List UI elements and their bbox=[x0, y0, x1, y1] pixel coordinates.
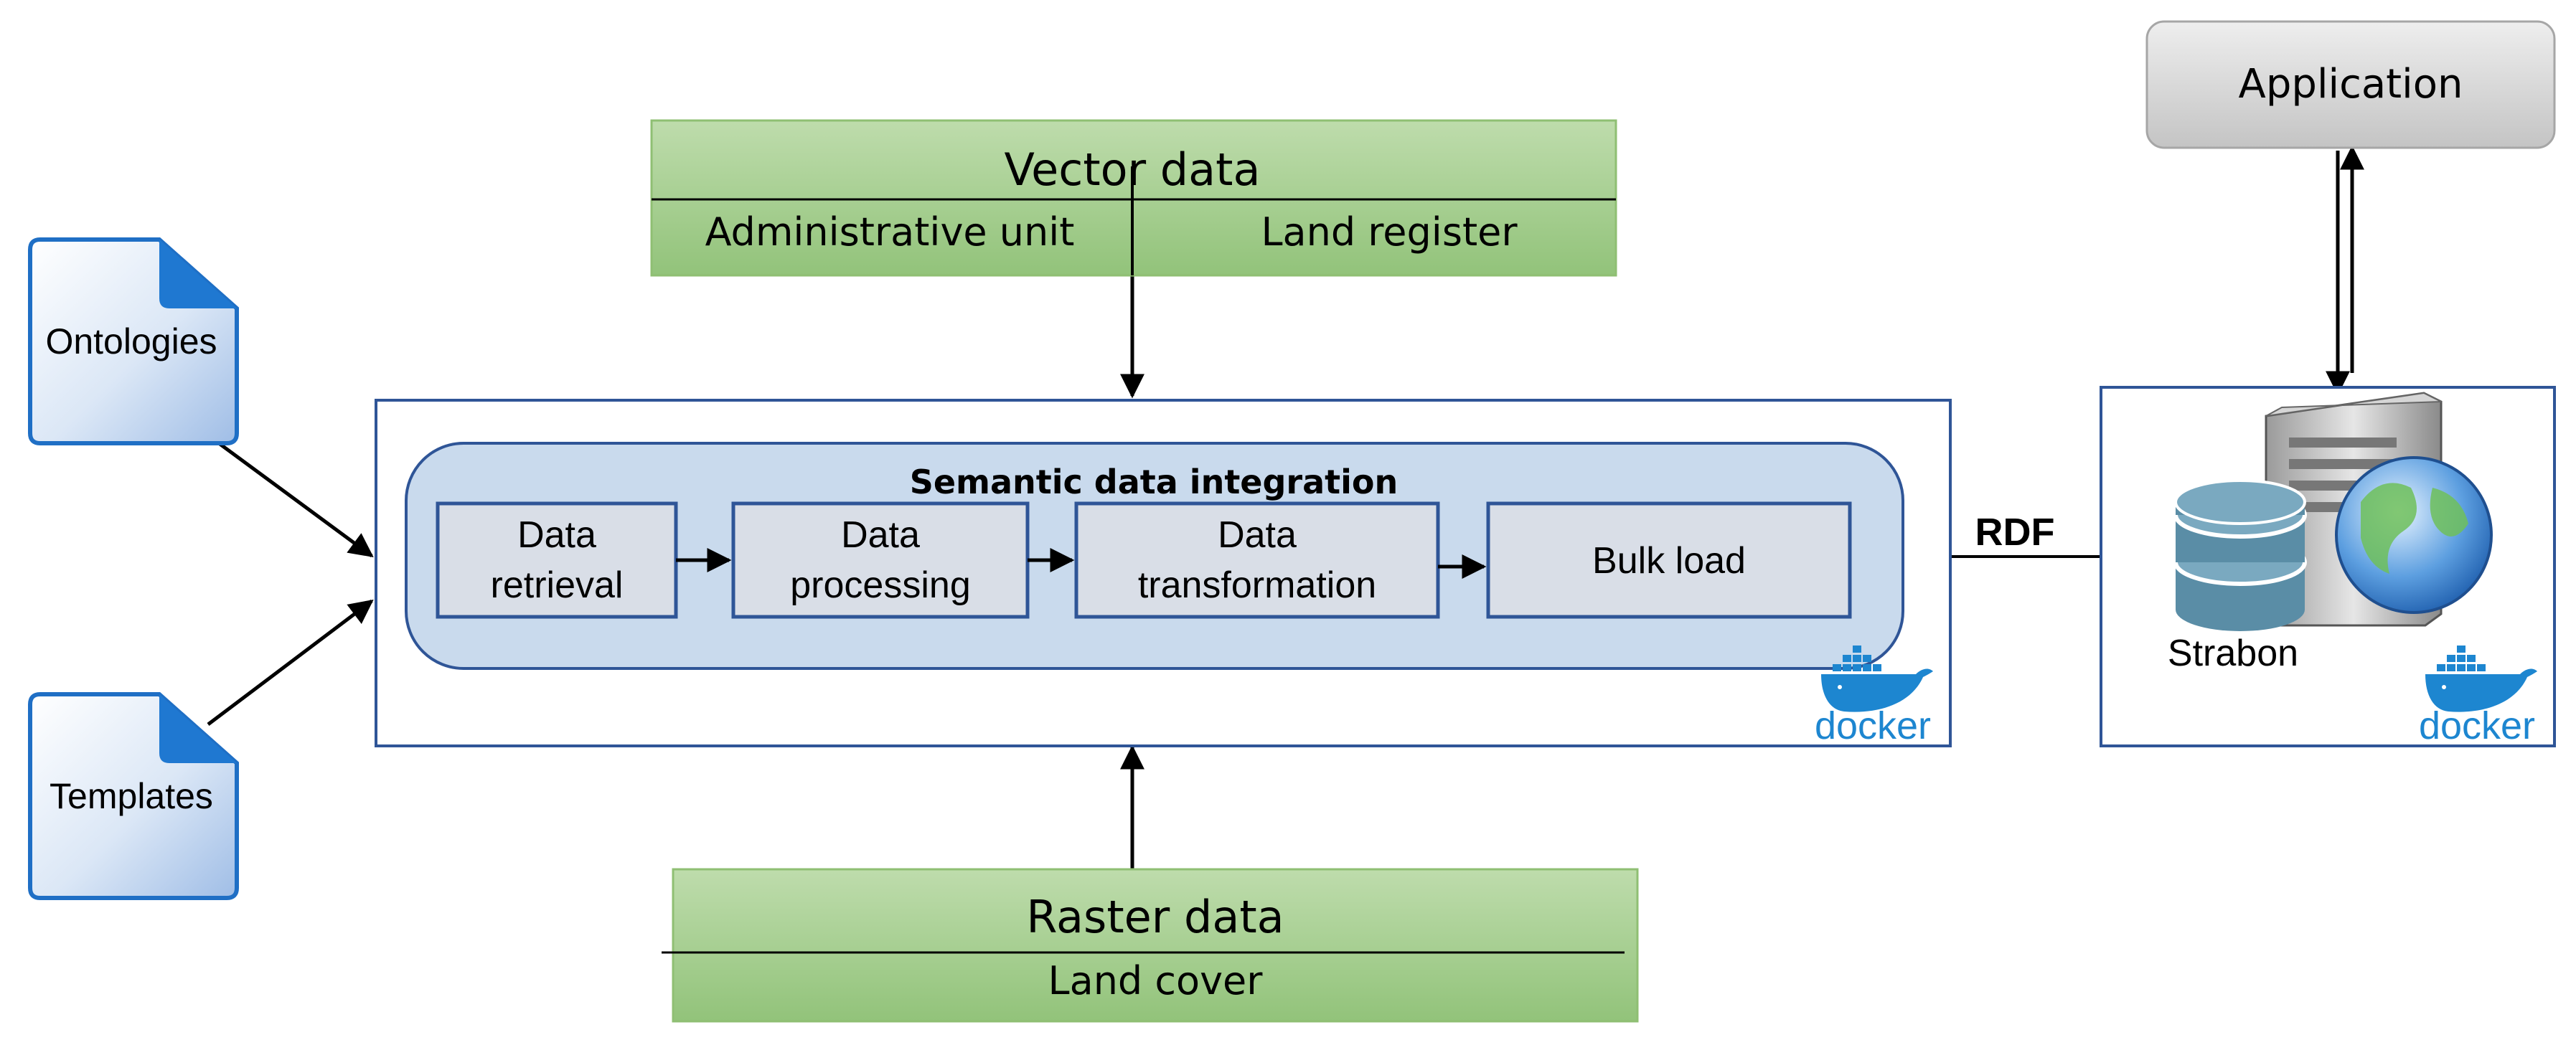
svg-text:transformation: transformation bbox=[1138, 564, 1376, 606]
document-templates: Templates bbox=[28, 692, 239, 900]
document-ontologies: Ontologies bbox=[28, 237, 239, 445]
svg-text:docker: docker bbox=[2419, 704, 2535, 747]
document-label: Templates bbox=[50, 776, 213, 816]
svg-text:Data: Data bbox=[517, 514, 596, 556]
rdf-label: RDF bbox=[1975, 511, 2055, 554]
raster-item-land-cover: Land cover bbox=[1048, 958, 1264, 1003]
database-icon bbox=[2173, 479, 2307, 631]
docker-logo: docker bbox=[1815, 646, 1933, 747]
document-label: Ontologies bbox=[45, 321, 217, 361]
raster-data-title: Raster data bbox=[1026, 891, 1284, 943]
semantic-integration-title: Semantic data integration bbox=[910, 463, 1399, 501]
arrow-templates-to-integration bbox=[207, 599, 374, 726]
vector-item-land-register: Land register bbox=[1261, 209, 1518, 255]
strabon-container: Strabon docker bbox=[2100, 386, 2556, 747]
step-bulk-load: Bulk load bbox=[1486, 501, 1852, 619]
raster-data-box: Raster data Land cover bbox=[662, 868, 1639, 1023]
vector-item-administrative-unit: Administrative unit bbox=[705, 209, 1075, 255]
svg-text:Data: Data bbox=[1218, 514, 1297, 556]
step-data-retrieval: Data retrieval bbox=[436, 501, 678, 619]
arrow-ontologies-to-integration bbox=[217, 441, 374, 558]
integration-container: Semantic data integration Data retrieval… bbox=[375, 399, 1952, 747]
docker-logo: docker bbox=[2419, 646, 2537, 747]
svg-text:retrieval: retrieval bbox=[491, 564, 624, 606]
application-label: Application bbox=[2239, 61, 2463, 108]
globe-icon bbox=[2335, 456, 2493, 614]
svg-text:docker: docker bbox=[1815, 704, 1931, 747]
step-data-transformation: Data transformation bbox=[1074, 501, 1440, 619]
application-box: Application bbox=[2145, 20, 2556, 149]
strabon-label: Strabon bbox=[2168, 633, 2298, 674]
svg-text:Bulk load: Bulk load bbox=[1592, 540, 1746, 582]
svg-text:processing: processing bbox=[790, 564, 970, 606]
svg-text:Data: Data bbox=[841, 514, 920, 556]
step-data-processing: Data processing bbox=[731, 501, 1030, 619]
